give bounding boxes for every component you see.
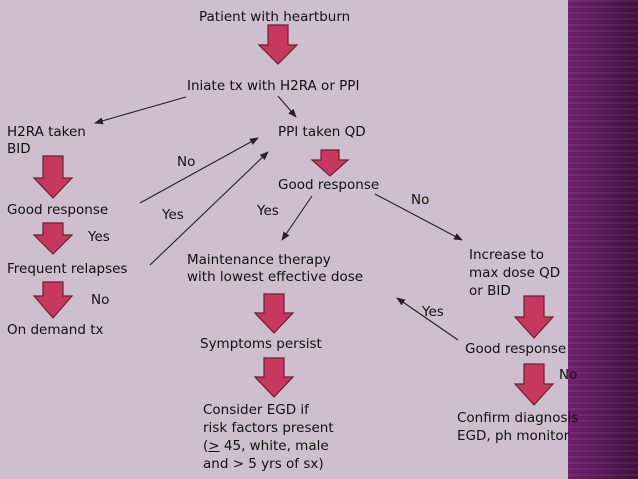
egd-open-paren: (: [203, 438, 209, 454]
node-h2ra-line1: H2RA taken: [7, 124, 86, 140]
block-arrow-good-response-to-relapses: [32, 222, 74, 255]
node-egd-line4: and > 5 yrs of sx): [203, 456, 324, 472]
node-symptoms-persist: Symptoms persist: [200, 336, 322, 352]
node-egd-line2: risk factors present: [203, 420, 334, 436]
node-patient-heartburn: Patient with heartburn: [199, 9, 351, 25]
node-good-response-center: Good response: [278, 177, 380, 193]
line-relapses-yes-to-ppi: [149, 151, 269, 266]
line-good-response-no-to-increase: [374, 193, 463, 241]
block-arrow-h2ra-to-good-response: [32, 155, 74, 199]
block-arrow-good-response-to-confirm: [513, 363, 555, 406]
label-no-on-demand: No: [91, 292, 110, 308]
block-arrow-increase-to-good-response: [513, 295, 555, 339]
node-good-response-right: Good response: [465, 341, 567, 357]
block-arrow-heartburn-to-initiate: [257, 24, 299, 65]
node-confirm-line2: EGD, ph monitor: [457, 428, 570, 444]
egd-criteria: 45, white, male: [219, 438, 329, 454]
line-right-good-response-yes-to-maintenance: [396, 297, 459, 341]
label-yes-back-maintenance: Yes: [422, 304, 444, 320]
line-good-response-no-to-ppi: [139, 137, 259, 204]
node-increase-line3: or BID: [469, 283, 511, 299]
node-increase-line1: Increase to: [469, 247, 544, 263]
line-initiate-to-ppi: [277, 95, 297, 118]
node-maintenance-line2: with lowest effective dose: [187, 269, 364, 285]
block-arrow-ppi-to-good-response: [310, 149, 350, 177]
node-h2ra-line2: BID: [7, 141, 31, 157]
decorative-edge-stripes: [568, 0, 638, 479]
node-initiate-treatment: Iniate tx with H2RA or PPI: [187, 78, 360, 94]
label-no-confirm: No: [559, 367, 578, 383]
node-ppi-qd: PPI taken QD: [278, 124, 366, 140]
node-on-demand: On demand tx: [7, 322, 104, 338]
node-egd-line1: Consider EGD if: [203, 402, 309, 418]
node-maintenance-line1: Maintenance therapy: [187, 252, 331, 268]
node-good-response-left: Good response: [7, 202, 109, 218]
line-good-response-yes-to-maintenance: [281, 195, 313, 241]
decorative-edge-bar: [568, 0, 638, 479]
line-initiate-to-h2ra: [94, 96, 187, 125]
label-yes-to-ppi: Yes: [162, 207, 184, 223]
block-arrow-maintenance-to-symptoms: [253, 293, 295, 334]
node-confirm-line1: Confirm diagnosis: [457, 410, 579, 426]
node-egd-line3: (> 45, white, male: [203, 438, 329, 455]
label-no-to-ppi: No: [177, 154, 196, 170]
block-arrow-symptoms-to-egd: [253, 357, 295, 398]
block-arrow-relapses-to-on-demand: [32, 281, 74, 319]
egd-ge-symbol: >: [208, 438, 220, 454]
label-yes-relapses: Yes: [88, 229, 110, 245]
label-yes-maintenance: Yes: [257, 203, 279, 219]
node-frequent-relapses: Frequent relapses: [7, 261, 128, 277]
node-increase-line2: max dose QD: [469, 265, 561, 281]
label-no-increase: No: [411, 192, 430, 208]
